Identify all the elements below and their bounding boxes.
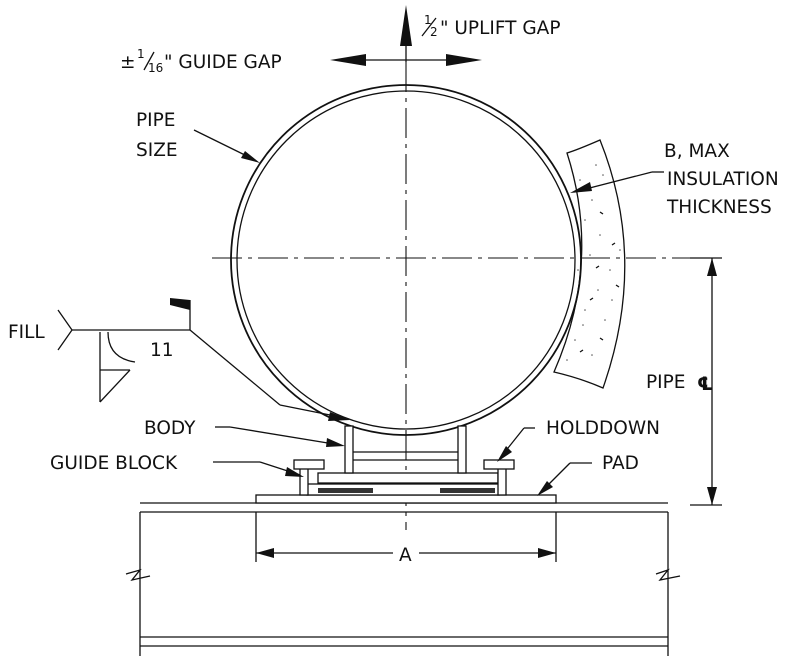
guide-gap-fraction-den: 16	[148, 61, 163, 75]
weld-size-label: 11	[150, 340, 174, 361]
guide-gap-plusminus: ±	[120, 52, 136, 73]
uplift-gap-arrow	[400, 5, 412, 62]
pipe-shoe-assembly	[255, 425, 557, 504]
holddown-leader	[497, 427, 535, 462]
guide-gap-arrow	[330, 54, 482, 66]
pad-label: PAD	[602, 453, 639, 474]
thickness-label: THICKNESS	[666, 197, 772, 218]
pipe-cl-label: PIPE	[646, 372, 685, 393]
break-symbol-left	[125, 568, 151, 582]
pad-plate	[255, 494, 557, 504]
b-max-label: B, MAX	[664, 141, 730, 162]
insulation-label: INSULATION	[667, 169, 779, 190]
insulation-thickness-leader	[570, 171, 664, 193]
uplift-gap-fraction-num: 1	[424, 13, 432, 27]
weld-symbol	[57, 298, 350, 421]
pipe-size-leader	[193, 129, 260, 163]
uplift-gap-fraction-den: 2	[430, 25, 438, 39]
guide-block-label: GUIDE BLOCK	[50, 453, 178, 474]
holddown-label: HOLDDOWN	[546, 418, 660, 439]
size-label: SIZE	[136, 140, 178, 161]
centerline-symbol: ℄	[697, 374, 714, 395]
body-web-right	[457, 425, 467, 474]
holddown-right	[483, 459, 515, 470]
body-label: BODY	[144, 418, 196, 439]
support-beam	[125, 502, 681, 656]
uplift-gap-label: " UPLIFT GAP	[440, 18, 561, 39]
fill-label: FILL	[8, 322, 45, 343]
guide-gap-fraction-num: 1	[137, 47, 145, 61]
pad-leader	[537, 462, 592, 496]
pipe-cl-dimension	[690, 257, 722, 506]
dim-a-line	[255, 512, 557, 562]
insulation	[553, 139, 626, 389]
field-weld-flag	[170, 298, 190, 310]
body-web-left	[344, 425, 354, 474]
dim-a-label: A	[399, 545, 412, 566]
guide-gap-label: " GUIDE GAP	[164, 52, 282, 73]
break-symbol-right	[655, 568, 681, 581]
pipe-label: PIPE	[136, 110, 175, 131]
holddown-left	[293, 459, 325, 470]
body-leader	[215, 426, 345, 447]
guide-block-leader	[213, 461, 304, 477]
